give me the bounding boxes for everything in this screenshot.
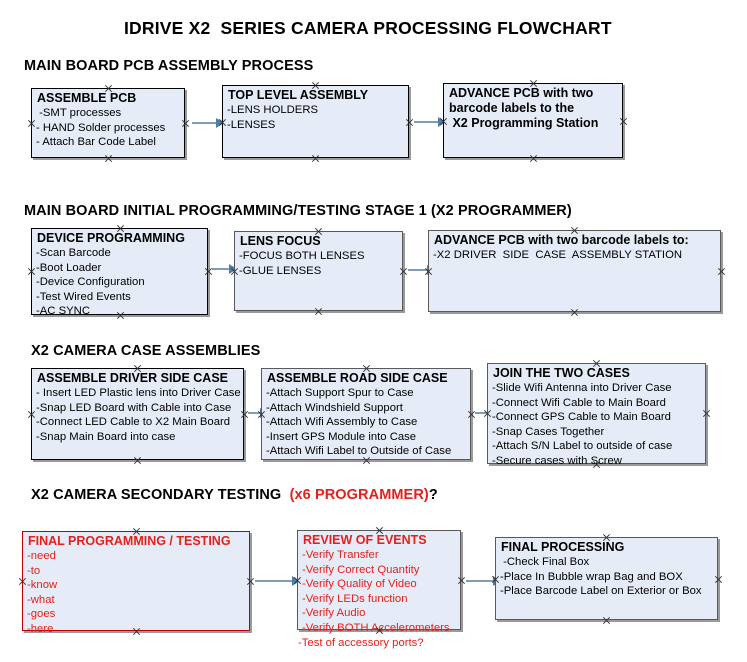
box-final-programming-testing[interactable]: FINAL PROGRAMMING / TESTING -need -to -k… bbox=[22, 531, 250, 635]
box-line: - Attach Bar Code Label bbox=[36, 136, 156, 149]
box-line: -Insert GPS Module into Case bbox=[266, 430, 417, 443]
connector-arrow bbox=[414, 117, 446, 127]
connector-arrow bbox=[248, 408, 268, 418]
connector-arrow bbox=[255, 576, 300, 586]
box-title-line3: X2 Programming Station bbox=[449, 116, 599, 130]
box-title: ASSEMBLE ROAD SIDE CASE bbox=[267, 371, 448, 385]
box-line: -here bbox=[27, 622, 54, 635]
box-assemble-road-side-case[interactable]: ASSEMBLE ROAD SIDE CASE -Attach Support … bbox=[261, 368, 471, 460]
box-line: -Verify Quality of Video bbox=[302, 578, 417, 591]
box-line: -goes bbox=[27, 608, 56, 621]
box-assemble-pcb[interactable]: ASSEMBLE PCB -SMT processes - HAND Solde… bbox=[31, 88, 185, 158]
box-advance-pcb-programming-station[interactable]: ADVANCE PCB with two barcode labels to t… bbox=[443, 83, 623, 158]
box-title: FINAL PROGRAMMING / TESTING bbox=[28, 534, 231, 548]
box-line: -Snap LED Board with Cable into Case bbox=[36, 401, 232, 414]
box-line-overflow: -Test of accessory ports? bbox=[298, 636, 424, 649]
box-line: -GLUE LENSES bbox=[239, 264, 322, 277]
section-heading-tail: ? bbox=[428, 487, 438, 503]
box-line: -know bbox=[27, 579, 58, 592]
box-line: -Attach Windshield Support bbox=[266, 401, 403, 414]
box-line: -Place In Bubble wrap Bag and BOX bbox=[500, 570, 683, 583]
box-line: -Snap Main Board into case bbox=[36, 430, 176, 443]
box-title: JOIN THE TWO CASES bbox=[493, 366, 630, 380]
box-line: -X2 DRIVER SIDE CASE ASSEMBLY STATION bbox=[433, 249, 683, 261]
section-heading-accent: (x6 PROGRAMMER) bbox=[289, 487, 429, 503]
box-line: -Verify LEDs function bbox=[302, 592, 408, 605]
box-line: -LENSES bbox=[227, 118, 276, 131]
box-assemble-driver-side-case[interactable]: ASSEMBLE DRIVER SIDE CASE - Insert LED P… bbox=[31, 368, 244, 460]
section-heading-text: X2 CAMERA SECONDARY TESTING bbox=[31, 487, 290, 503]
box-line: -Attach Wifi Assembly to Case bbox=[266, 416, 418, 429]
section-heading-main-board-pcb-assembly-process: MAIN BOARD PCB ASSEMBLY PROCESS bbox=[24, 58, 314, 74]
box-line: -LENS HOLDERS bbox=[227, 104, 319, 116]
box-line: -Verify Transfer bbox=[302, 549, 379, 561]
box-line: -Snap Cases Together bbox=[492, 425, 605, 438]
arrowhead-icon bbox=[438, 117, 446, 127]
box-lens-focus[interactable]: LENS FOCUS -FOCUS BOTH LENSES -GLUE LENS… bbox=[234, 231, 403, 311]
box-line: -Place Barcode Label on Exterior or Box bbox=[500, 585, 702, 598]
box-title-line2: barcode labels to the bbox=[449, 101, 575, 115]
arrowhead-icon bbox=[229, 264, 237, 274]
section-heading-x2-camera-secondary-testing: X2 CAMERA SECONDARY TESTING (x6 PROGRAMM… bbox=[31, 487, 438, 503]
section-heading-main-board-initial-programming: MAIN BOARD INITIAL PROGRAMMING/TESTING S… bbox=[24, 203, 572, 219]
box-join-the-two-cases[interactable]: JOIN THE TWO CASES -Slide Wifi Antenna i… bbox=[487, 363, 706, 467]
box-line: -need bbox=[27, 550, 56, 562]
box-line: -AC SYNC bbox=[36, 305, 90, 318]
box-title: LENS FOCUS bbox=[240, 234, 321, 248]
box-title: TOP LEVEL ASSEMBLY bbox=[228, 88, 369, 102]
box-line: - Insert LED Plastic lens into Driver Ca… bbox=[36, 387, 241, 399]
arrowhead-icon bbox=[292, 576, 300, 586]
box-title: ASSEMBLE PCB bbox=[37, 91, 137, 105]
section-heading-x2-camera-case-assemblies: X2 CAMERA CASE ASSEMBLIES bbox=[31, 343, 261, 359]
box-line: -Verify BOTH Accelerometers bbox=[302, 621, 450, 634]
page-title: IDRIVE X2 SERIES CAMERA PROCESSING FLOWC… bbox=[124, 18, 612, 38]
box-line: -Scan Barcode bbox=[36, 247, 111, 259]
box-title: ASSEMBLE DRIVER SIDE CASE bbox=[37, 371, 229, 385]
box-line: -Verify Correct Quantity bbox=[302, 563, 420, 576]
box-line: -Connect GPS Cable to Main Board bbox=[492, 411, 671, 424]
box-device-programming[interactable]: DEVICE PROGRAMMING -Scan Barcode -Boot L… bbox=[31, 228, 208, 317]
box-line: -Connect Wifi Cable to Main Board bbox=[492, 396, 666, 409]
box-line: -SMT processes bbox=[36, 107, 122, 119]
box-line: -Test Wired Events bbox=[36, 290, 131, 303]
box-line: -Attach S/N Label to outside of case bbox=[492, 440, 673, 453]
box-top-level-assembly[interactable]: TOP LEVEL ASSEMBLY -LENS HOLDERS -LENSES bbox=[222, 85, 409, 158]
box-line: -Connect LED Cable to X2 Main Board bbox=[36, 416, 231, 429]
box-line: -Check Final Box bbox=[500, 556, 590, 568]
box-line: -Secure cases with Screw bbox=[492, 454, 622, 467]
box-line: -Attach Wifi Label to Outside of Case bbox=[266, 445, 452, 458]
connector-arrow bbox=[408, 265, 435, 275]
box-line: -FOCUS BOTH LENSES bbox=[239, 250, 365, 262]
box-line: -Attach Support Spur to Case bbox=[266, 387, 414, 399]
connector-arrow bbox=[466, 576, 501, 586]
box-advance-pcb-driver-side-case[interactable]: ADVANCE PCB with two barcode labels to: … bbox=[428, 230, 721, 312]
arrowhead-icon bbox=[216, 118, 224, 128]
box-line: -Slide Wifi Antenna into Driver Case bbox=[492, 382, 672, 394]
box-line: -Verify Audio bbox=[302, 607, 366, 620]
box-title: FINAL PROCESSING bbox=[501, 540, 625, 554]
box-line: - HAND Solder processes bbox=[36, 121, 166, 134]
box-line: -Device Configuration bbox=[36, 276, 145, 289]
box-line: -Boot Loader bbox=[36, 261, 102, 274]
box-final-processing[interactable]: FINAL PROCESSING -Check Final Box -Place… bbox=[495, 537, 718, 620]
box-title: REVIEW OF EVENTS bbox=[303, 533, 427, 547]
connector-arrow bbox=[192, 118, 224, 128]
box-title: DEVICE PROGRAMMING bbox=[37, 231, 185, 245]
box-title: ADVANCE PCB with two barcode labels to: bbox=[434, 233, 689, 247]
box-line: -to bbox=[27, 564, 41, 577]
box-review-of-events[interactable]: REVIEW OF EVENTS -Verify Transfer -Verif… bbox=[297, 530, 461, 649]
connector-arrow bbox=[212, 264, 237, 274]
box-title: ADVANCE PCB with two bbox=[449, 86, 594, 100]
box-line: -what bbox=[27, 593, 55, 606]
